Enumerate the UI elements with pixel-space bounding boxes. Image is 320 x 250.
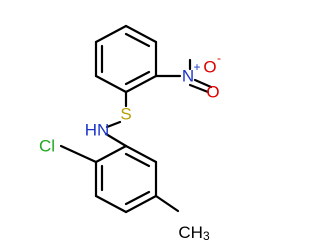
bond-lower-ring-double-3 bbox=[124, 190, 151, 206]
bond-lower-ring-double-2 bbox=[124, 152, 151, 168]
chemical-structure-diagram: S N + O - O HN Cl CH3 bbox=[39, 24, 221, 243]
nitro-oxygen-double-label: O bbox=[203, 58, 216, 77]
nitro-oxygen-charge: - bbox=[217, 51, 221, 65]
bond-upper-ring-2 bbox=[124, 24, 158, 44]
bond-lower-ring-5 bbox=[94, 194, 128, 214]
bond-sulfur-to-amine bbox=[105, 120, 122, 129]
bond-lower-ring-4 bbox=[124, 194, 158, 214]
bond-upper-ring-double-3 bbox=[124, 70, 151, 86]
bond-lower-ring-2 bbox=[124, 144, 158, 164]
bond-upper-ring-5 bbox=[94, 74, 128, 94]
bond-lower-ring-to-methyl bbox=[154, 194, 180, 213]
nitro-nitrogen-label: N bbox=[182, 67, 194, 86]
bond-upper-ring-4 bbox=[124, 74, 158, 94]
bond-amine-to-lower-ring bbox=[104, 132, 128, 148]
sulfur-label: S bbox=[120, 105, 131, 124]
nitro-oxygen-single-label: O bbox=[206, 83, 219, 102]
amine-label: HN bbox=[85, 121, 110, 140]
bond-lower-ring-1 bbox=[94, 144, 128, 164]
methyl-label-subscript: 3 bbox=[203, 229, 210, 243]
bond-lines bbox=[59, 24, 213, 214]
bond-upper-ring-1 bbox=[94, 24, 128, 44]
bond-lower-ring-to-chlorine bbox=[59, 144, 98, 164]
methyl-label-main: CH bbox=[178, 223, 203, 242]
nitro-nitrogen-charge: + bbox=[193, 60, 200, 74]
methyl-label: CH3 bbox=[178, 223, 210, 244]
atom-labels: S N + O - O HN Cl CH3 bbox=[39, 51, 221, 243]
bond-nitro-to-lower-oxygen bbox=[188, 83, 210, 94]
chlorine-label: Cl bbox=[39, 137, 55, 156]
bond-upper-ring-double-2 bbox=[124, 32, 151, 48]
bond-nitro-to-lower-oxygen-second bbox=[193, 78, 213, 89]
